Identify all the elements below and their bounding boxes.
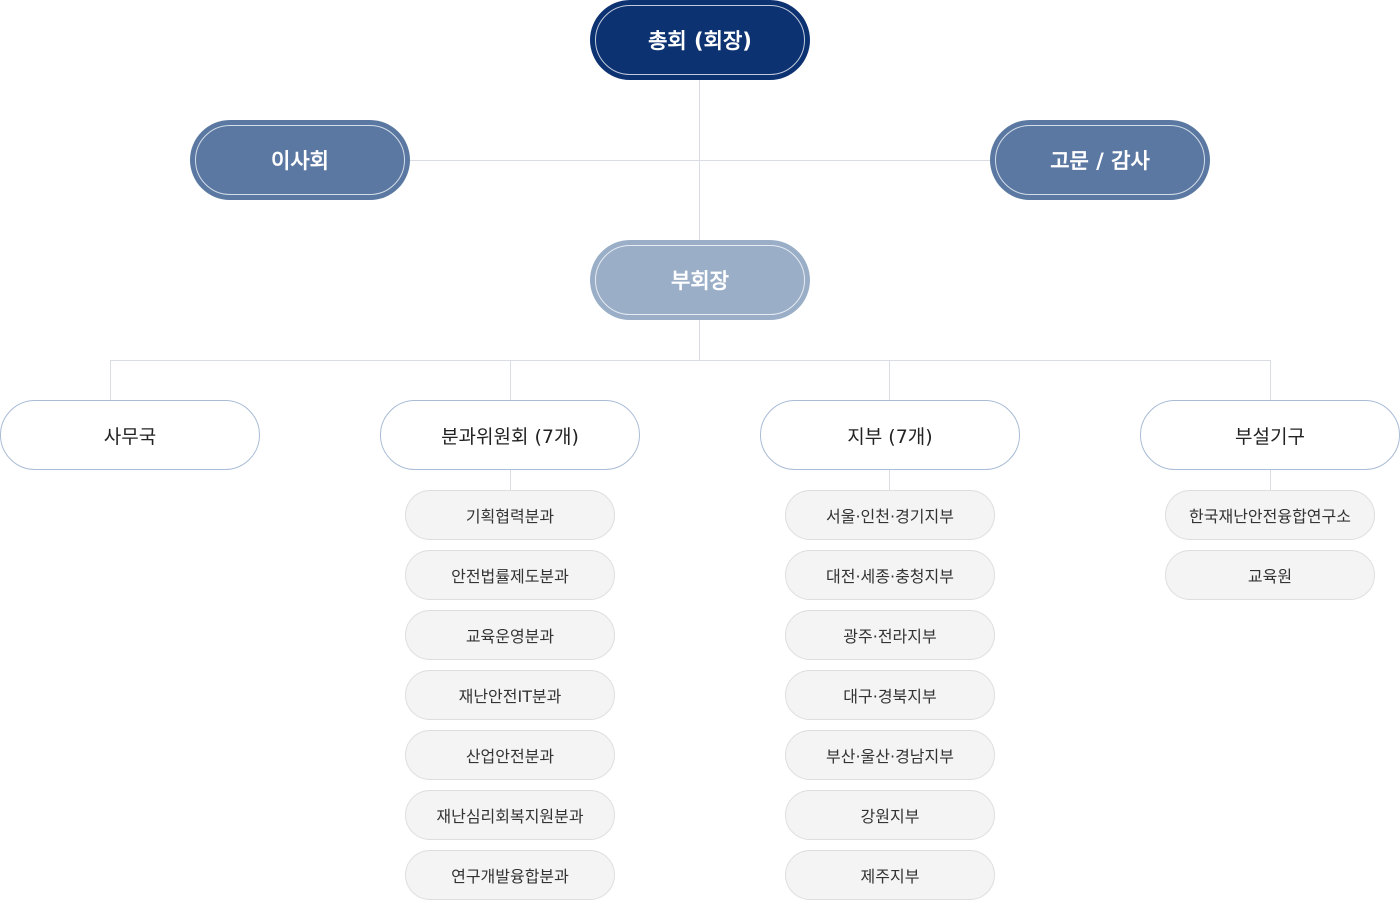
branch-item: 부산·울산·경남지부 [785,730,995,780]
committee-label: 교육운영분과 [465,627,555,646]
affiliate-label: 한국재난안전융합연구소 [1189,507,1351,526]
branch-label: 제주지부 [860,867,920,886]
branch-item: 대구·경북지부 [785,670,995,720]
board-label: 이사회 [271,149,329,173]
affiliate-item: 교육원 [1165,550,1375,600]
vice-president-node: 부회장 [590,240,810,320]
committee-label: 안전법률제도분과 [451,567,569,586]
president-node: 총회 (회장) [590,0,810,80]
branch-label: 강원지부 [860,807,920,826]
affiliate-item: 한국재난안전융합연구소 [1165,490,1375,540]
branch-item: 대전·세종·충청지부 [785,550,995,600]
division-label: 지부 (7개) [847,425,933,448]
president-label: 총회 (회장) [648,29,752,53]
division-label: 사무국 [103,425,157,448]
advisor-node: 고문 / 감사 [990,120,1210,200]
division-branches: 지부 (7개) [760,400,1020,470]
committee-label: 기획협력분과 [465,507,555,526]
committee-item: 교육운영분과 [405,610,615,660]
branch-item: 제주지부 [785,850,995,900]
division-committees: 분과위원회 (7개) [380,400,640,470]
branch-label: 광주·전라지부 [843,627,937,646]
division-label: 부설기구 [1235,425,1305,448]
branch-item: 광주·전라지부 [785,610,995,660]
committee-label: 산업안전분과 [465,747,555,766]
branch-label: 대구·경북지부 [843,687,937,706]
committee-item: 연구개발융합분과 [405,850,615,900]
board-node: 이사회 [190,120,410,200]
division-affiliates: 부설기구 [1140,400,1400,470]
affiliate-label: 교육원 [1247,567,1293,586]
committee-item: 안전법률제도분과 [405,550,615,600]
advisor-label: 고문 / 감사 [1050,149,1150,173]
committee-label: 재난안전IT분과 [458,687,562,706]
branch-label: 대전·세종·충청지부 [826,567,954,586]
division-label: 분과위원회 (7개) [441,425,579,448]
committee-item: 재난안전IT분과 [405,670,615,720]
branch-label: 서울·인천·경기지부 [826,507,954,526]
branch-label: 부산·울산·경남지부 [826,747,954,766]
division-secretariat: 사무국 [0,400,260,470]
branch-item: 서울·인천·경기지부 [785,490,995,540]
committee-item: 산업안전분과 [405,730,615,780]
committee-item: 재난심리회복지원분과 [405,790,615,840]
vice-president-label: 부회장 [671,269,729,293]
committee-item: 기획협력분과 [405,490,615,540]
committee-label: 연구개발융합분과 [451,867,569,886]
committee-label: 재난심리회복지원분과 [436,807,584,826]
branch-item: 강원지부 [785,790,995,840]
